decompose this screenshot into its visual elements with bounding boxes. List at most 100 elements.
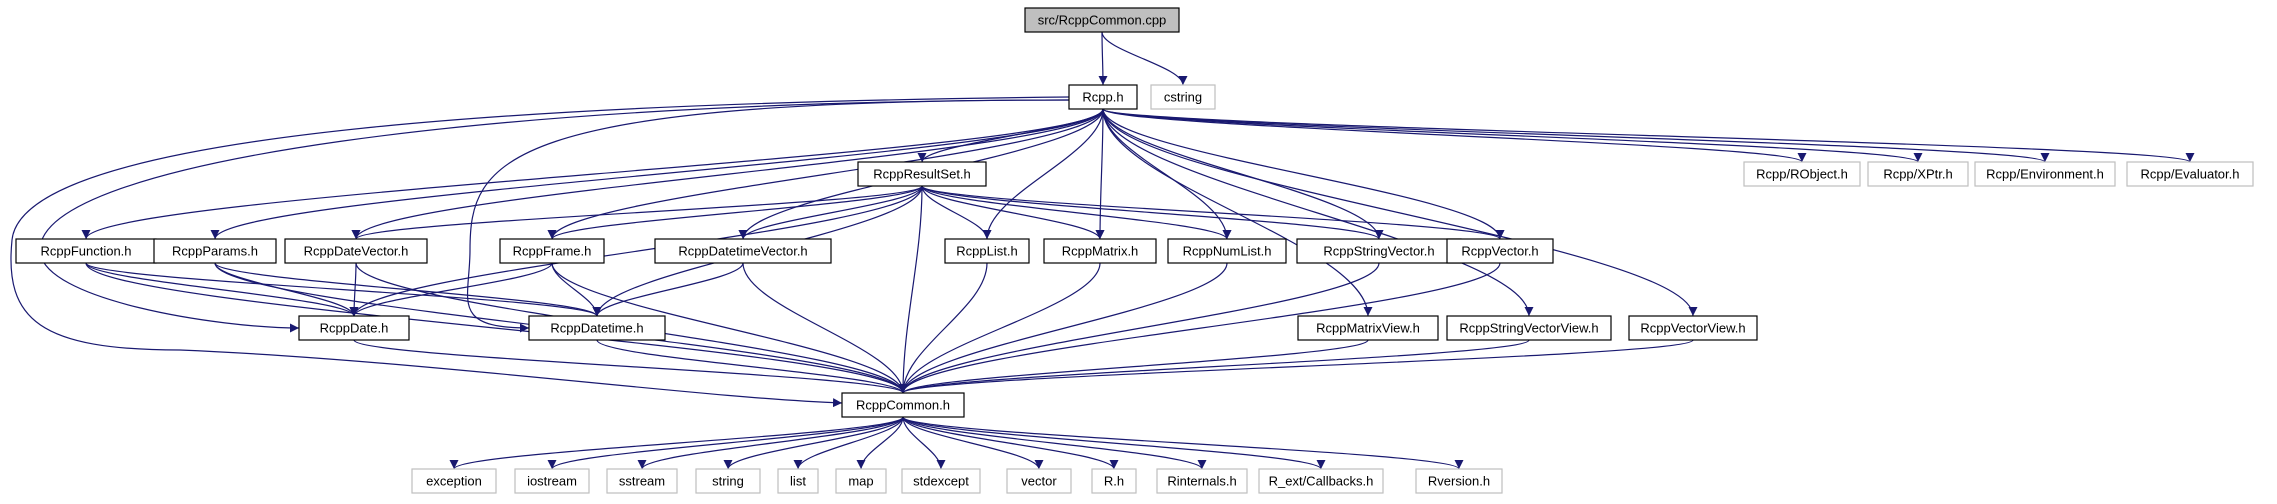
edge-rcpph-to-common bbox=[10, 96, 1070, 408]
edge-matrixview-to-common bbox=[898, 339, 1369, 394]
node-box bbox=[499, 238, 605, 264]
edge-line bbox=[898, 339, 1694, 394]
edge-resultset-to-datetimevector bbox=[738, 185, 923, 240]
node-box bbox=[901, 468, 981, 494]
edge-line bbox=[1102, 108, 2194, 163]
edge-resultset-to-stringvector bbox=[921, 185, 1384, 240]
edge-line bbox=[1102, 108, 1384, 240]
edge-src-to-rcpph bbox=[1098, 31, 1108, 86]
node-box bbox=[1024, 7, 1180, 33]
node-box bbox=[528, 315, 666, 341]
node-label: Rcpp.h bbox=[1082, 90, 1123, 105]
node-rh: R.h bbox=[1091, 468, 1137, 494]
edge-date-to-common bbox=[353, 339, 908, 394]
node-box bbox=[1628, 315, 1758, 341]
node-matrixview[interactable]: RcppMatrixView.h bbox=[1297, 315, 1439, 341]
edge-rcpph-to-stringvectorview bbox=[1102, 108, 1534, 317]
node-label: RcppStringVectorView.h bbox=[1459, 321, 1598, 336]
edge-resultset-to-numlist bbox=[921, 185, 1232, 240]
node-evaluator: Rcpp/Evaluator.h bbox=[2126, 161, 2254, 187]
edge-common-to-rversion bbox=[902, 416, 1464, 470]
node-rversion: Rversion.h bbox=[1415, 468, 1503, 494]
edge-common-to-exception bbox=[449, 416, 904, 470]
node-label: RcppDatetimeVector.h bbox=[678, 244, 807, 259]
edge-rcpph-to-params bbox=[210, 108, 1104, 240]
edge-rcpph-to-function bbox=[81, 108, 1104, 240]
edge-line bbox=[898, 262, 1380, 394]
edge-line bbox=[85, 262, 359, 317]
edge-line bbox=[1098, 31, 1108, 86]
node-box bbox=[284, 238, 428, 264]
edge-line bbox=[902, 416, 1326, 470]
node-frame[interactable]: RcppFrame.h bbox=[499, 238, 605, 264]
edge-line bbox=[547, 185, 923, 240]
edge-line bbox=[596, 339, 908, 394]
edge-rcpph-to-frame bbox=[547, 108, 1104, 240]
node-label: RcppResultSet.h bbox=[873, 167, 971, 182]
edge-frame-to-common bbox=[551, 262, 908, 394]
node-date[interactable]: RcppDate.h bbox=[298, 315, 410, 341]
node-label: R.h bbox=[1104, 474, 1124, 489]
node-string: string bbox=[695, 468, 761, 494]
node-vectorview[interactable]: RcppVectorView.h bbox=[1628, 315, 1758, 341]
node-rcpph[interactable]: Rcpp.h bbox=[1068, 84, 1138, 110]
node-box bbox=[15, 238, 157, 264]
node-common[interactable]: RcppCommon.h bbox=[841, 392, 965, 418]
node-datetime[interactable]: RcppDatetime.h bbox=[528, 315, 666, 341]
node-stringvectorview[interactable]: RcppStringVectorView.h bbox=[1446, 315, 1612, 341]
node-label: iostream bbox=[527, 474, 577, 489]
edge-function-to-date bbox=[85, 262, 359, 317]
edge-datetimevector-to-datetime bbox=[592, 262, 744, 317]
node-label: R_ext/Callbacks.h bbox=[1269, 474, 1374, 489]
edge-line bbox=[1101, 31, 1188, 86]
edge-common-to-iostream bbox=[547, 416, 904, 470]
node-box bbox=[841, 392, 965, 418]
node-box bbox=[1743, 161, 1861, 187]
edge-line bbox=[353, 339, 908, 394]
node-box bbox=[2126, 161, 2254, 187]
node-stringvector[interactable]: RcppStringVector.h bbox=[1296, 238, 1462, 264]
node-resultset[interactable]: RcppResultSet.h bbox=[857, 161, 987, 187]
edge-line bbox=[637, 416, 904, 470]
edge-resultset-to-datevector bbox=[351, 185, 923, 240]
edge-common-to-string bbox=[723, 416, 904, 470]
node-numlist[interactable]: RcppNumList.h bbox=[1167, 238, 1287, 264]
node-box bbox=[695, 468, 761, 494]
node-datetimevector[interactable]: RcppDatetimeVector.h bbox=[654, 238, 832, 264]
node-rinternals: Rinternals.h bbox=[1156, 468, 1248, 494]
edge-line bbox=[10, 96, 1070, 408]
node-datevector[interactable]: RcppDateVector.h bbox=[284, 238, 428, 264]
edge-stringvector-to-common bbox=[898, 262, 1380, 394]
edge-line bbox=[902, 416, 1044, 470]
edge-numlist-to-common bbox=[898, 262, 1228, 394]
node-label: RcppFrame.h bbox=[513, 244, 592, 259]
node-box bbox=[1415, 468, 1503, 494]
node-stdvector: vector bbox=[1006, 468, 1072, 494]
node-label: Rcpp/XPtr.h bbox=[1883, 167, 1952, 182]
edge-resultset-to-vector bbox=[921, 185, 1505, 240]
node-params[interactable]: RcppParams.h bbox=[153, 238, 277, 264]
edge-line bbox=[85, 262, 602, 317]
node-box bbox=[944, 238, 1030, 264]
node-function[interactable]: RcppFunction.h bbox=[15, 238, 157, 264]
node-label: RcppDatetime.h bbox=[550, 321, 643, 336]
edge-line bbox=[349, 262, 553, 317]
node-matrix[interactable]: RcppMatrix.h bbox=[1043, 238, 1157, 264]
node-box bbox=[1043, 238, 1157, 264]
edge-line bbox=[921, 185, 1232, 240]
node-label: sstream bbox=[619, 474, 665, 489]
edge-line bbox=[902, 416, 946, 470]
edge-rcpph-to-matrix bbox=[1095, 108, 1105, 240]
edge-line bbox=[1102, 108, 1505, 240]
node-vector[interactable]: RcppVector.h bbox=[1446, 238, 1554, 264]
edge-line bbox=[898, 262, 988, 394]
node-label: Rinternals.h bbox=[1167, 474, 1236, 489]
node-box bbox=[1258, 468, 1384, 494]
node-label: RcppVector.h bbox=[1461, 244, 1538, 259]
edge-common-to-callbacks bbox=[902, 416, 1326, 470]
node-src[interactable]: src/RcppCommon.cpp bbox=[1024, 7, 1180, 33]
edge-line bbox=[547, 416, 904, 470]
node-list[interactable]: RcppList.h bbox=[944, 238, 1030, 264]
edge-rcpph-to-evaluator bbox=[1102, 108, 2194, 163]
